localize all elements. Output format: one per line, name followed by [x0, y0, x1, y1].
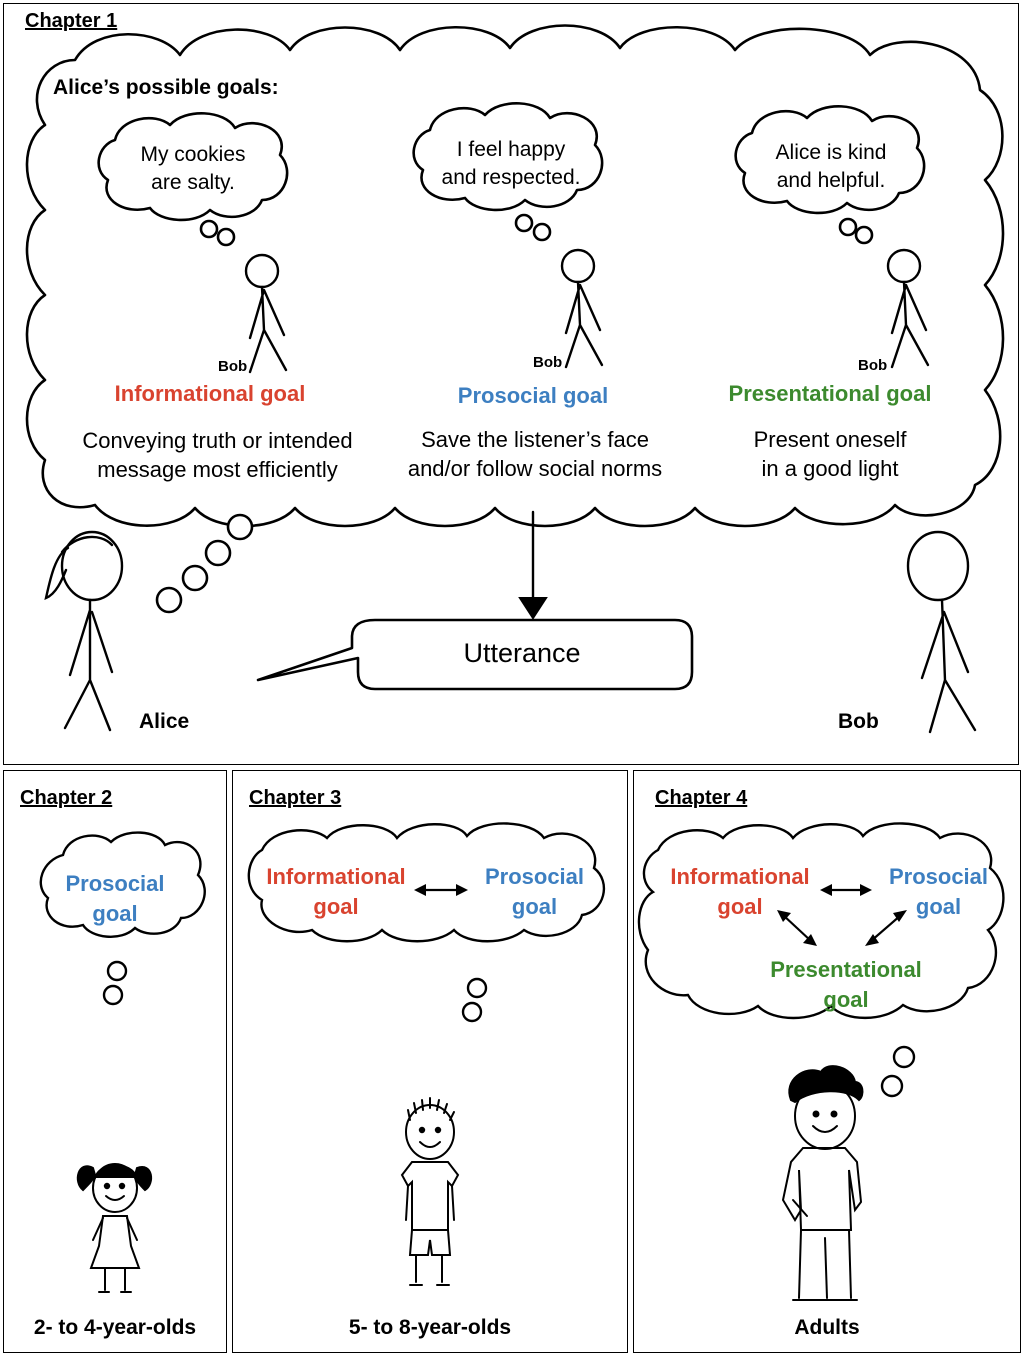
thought-cloud-2: [412, 102, 604, 212]
bob-label-2: Bob: [533, 354, 563, 371]
chapter2-caption: 2- to 4-year-olds: [33, 1316, 197, 1339]
thought-title: Alice’s possible goals:: [53, 76, 279, 99]
chapter3-caption: 5- to 8-year-olds: [348, 1316, 512, 1339]
alice-label: Alice: [139, 710, 190, 733]
chapter1-drawing: [25, 24, 1005, 734]
chapter3-heading: Chapter 3: [249, 787, 342, 809]
bob-label-3: Bob: [858, 357, 888, 374]
bob-label-1: Bob: [218, 358, 248, 375]
double-arrow-icon: [414, 884, 468, 896]
chapter3-drawing: [247, 822, 605, 1286]
boy-figure: [400, 1097, 460, 1286]
chapter1-heading: Chapter 1: [25, 10, 118, 32]
chapter4-heading: Chapter 4: [655, 787, 748, 809]
chapter3-thought-cloud: [247, 822, 605, 943]
girl-figure: [76, 1163, 153, 1293]
alice-figure: [44, 530, 124, 732]
bob-figure-1: [244, 253, 288, 374]
prosocial-goal-label: Prosocial goal: [457, 383, 609, 408]
chapter4-thought-cloud: [637, 822, 1005, 1020]
bob-figure-3: [886, 248, 930, 369]
chapter2-heading: Chapter 2: [20, 787, 113, 809]
adult-figure: [781, 1065, 864, 1301]
presentational-goal-label: Presentational goal: [728, 381, 932, 406]
thought-cloud-1: [97, 112, 289, 222]
double-arrow-icons: [777, 884, 907, 946]
bob-figure-2: [560, 248, 604, 369]
chapter4-drawing: [637, 822, 1005, 1301]
thought-cloud-3: [734, 105, 926, 215]
chapter4-caption: Adults: [794, 1316, 860, 1339]
chapter2-thought-cloud: [39, 831, 206, 938]
down-arrow-icon: [518, 597, 548, 620]
bob-figure-large: [906, 530, 977, 734]
informational-goal-label: Informational goal: [114, 381, 306, 406]
utterance-text: Utterance: [463, 638, 581, 668]
utterance-bubble: [256, 618, 694, 691]
bob-label-large: Bob: [838, 710, 879, 733]
chapter2-drawing: [39, 831, 206, 1293]
